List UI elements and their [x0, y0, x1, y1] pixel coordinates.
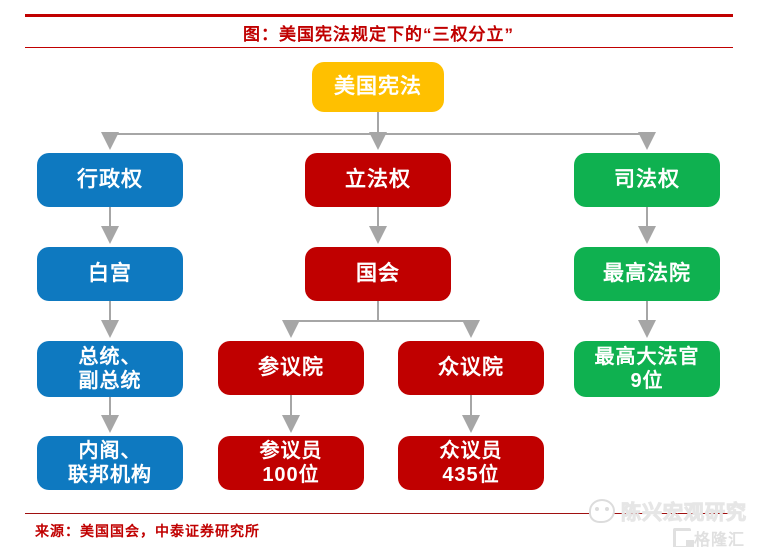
node-representatives-count: 众议员 435位: [398, 436, 544, 490]
node-chief-justices: 最高大法官 9位: [574, 341, 720, 397]
node-senators-count: 参议员 100位: [218, 436, 364, 490]
node-cabinet-federal-agencies: 内阁、 联邦机构: [37, 436, 183, 490]
node-white-house: 白宫: [37, 247, 183, 301]
node-judicial-power: 司法权: [574, 153, 720, 207]
top-rule-thick: [25, 14, 733, 17]
node-supreme-court: 最高法院: [574, 247, 720, 301]
node-house: 众议院: [398, 341, 544, 395]
node-senate: 参议院: [218, 341, 364, 395]
footer-rule: [25, 513, 733, 514]
node-legislative-power: 立法权: [305, 153, 451, 207]
node-constitution: 美国宪法: [312, 62, 444, 112]
node-executive-power: 行政权: [37, 153, 183, 207]
title-underline-rule: [25, 47, 733, 48]
figure-title: 图：美国宪法规定下的“三权分立”: [243, 25, 514, 44]
node-congress: 国会: [305, 247, 451, 301]
node-president-vice-president: 总统、 副总统: [37, 341, 183, 397]
source-note: 来源：美国国会，中泰证券研究所: [35, 523, 260, 539]
